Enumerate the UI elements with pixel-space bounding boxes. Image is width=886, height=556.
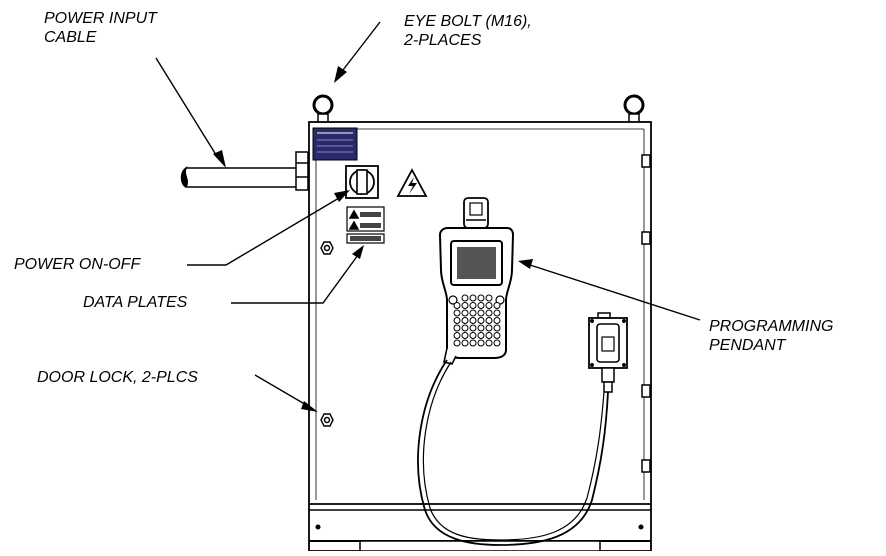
pendant-key xyxy=(453,324,461,332)
pendant-key xyxy=(477,339,485,347)
pendant-key xyxy=(453,317,461,324)
pendant-key xyxy=(469,339,477,347)
pendant-key xyxy=(477,294,485,302)
pendant-key xyxy=(453,309,461,317)
pendant-key xyxy=(461,317,469,324)
pendant-key xyxy=(477,317,485,324)
pendant-key xyxy=(485,332,493,339)
pendant-key xyxy=(469,302,477,309)
leader-eye-bolt xyxy=(342,21,381,71)
pendant-key xyxy=(461,332,469,339)
pendant-key xyxy=(453,302,461,309)
pendant-key xyxy=(469,294,477,302)
pendant-key xyxy=(477,324,485,332)
label-data-plates: DATA PLATES xyxy=(83,294,188,311)
programming-pendant xyxy=(438,227,515,365)
pendant-key xyxy=(493,332,501,339)
warning-labels xyxy=(346,206,385,244)
label-programming-pendant: PROGRAMMING PENDANT xyxy=(709,317,833,355)
pendant-key xyxy=(485,324,493,332)
pendant-key xyxy=(493,317,501,324)
label-power-input-cable: POWER INPUT CABLE xyxy=(44,9,157,47)
pendant-connector xyxy=(588,312,628,393)
leader-data-plates xyxy=(231,254,359,304)
pendant-key xyxy=(469,332,477,339)
door-lock-upper xyxy=(320,241,334,255)
pendant-key xyxy=(469,309,477,317)
leader-power-on-off xyxy=(187,197,340,266)
label-eye-bolt-line1: EYE BOLT (M16), xyxy=(404,13,532,30)
pendant-holder xyxy=(463,197,489,229)
pendant-key xyxy=(461,339,469,347)
door-lock-lower xyxy=(320,413,334,427)
pendant-key xyxy=(453,339,461,347)
label-power-input-cable-line2: CABLE xyxy=(44,29,97,46)
pendant-key xyxy=(485,317,493,324)
pendant-key xyxy=(493,302,501,309)
label-power-on-off: POWER ON-OFF xyxy=(14,256,141,273)
leader-programming-pendant xyxy=(529,264,701,321)
label-door-lock: DOOR LOCK, 2-PLCS xyxy=(37,369,198,386)
pendant-key xyxy=(493,339,501,347)
label-programming-pendant-line2: PENDANT xyxy=(709,337,786,354)
leader-lines xyxy=(155,21,701,412)
pendant-key xyxy=(461,309,469,317)
pendant-key xyxy=(453,332,461,339)
pendant-key xyxy=(485,294,493,302)
label-programming-pendant-line1: PROGRAMMING xyxy=(709,318,834,335)
eye-bolt-left xyxy=(312,94,334,124)
pendant-key xyxy=(461,324,469,332)
top-data-plate xyxy=(312,127,358,161)
power-input-cable xyxy=(180,151,309,191)
label-eye-bolt-line2: 2-PLACES xyxy=(404,32,482,49)
pendant-key xyxy=(477,309,485,317)
pendant-key xyxy=(493,324,501,332)
leader-power-input-cable xyxy=(155,57,219,159)
pendant-key xyxy=(469,324,477,332)
pendant-cable xyxy=(417,359,609,546)
pendant-key xyxy=(485,339,493,347)
pendant-key xyxy=(493,309,501,317)
pendant-key xyxy=(485,302,493,309)
label-eye-bolt: EYE BOLT (M16), 2-PLACES xyxy=(404,12,532,50)
label-power-input-cable-line1: POWER INPUT xyxy=(44,10,157,27)
pendant-key xyxy=(477,332,485,339)
pendant-key xyxy=(469,317,477,324)
pendant-key xyxy=(477,302,485,309)
pendant-key xyxy=(461,302,469,309)
leader-door-lock xyxy=(254,374,309,407)
power-switch xyxy=(345,165,379,199)
pendant-key xyxy=(485,309,493,317)
pendant-key xyxy=(461,294,469,302)
electrical-hazard-icon xyxy=(396,168,428,197)
eye-bolt-right xyxy=(623,94,645,124)
